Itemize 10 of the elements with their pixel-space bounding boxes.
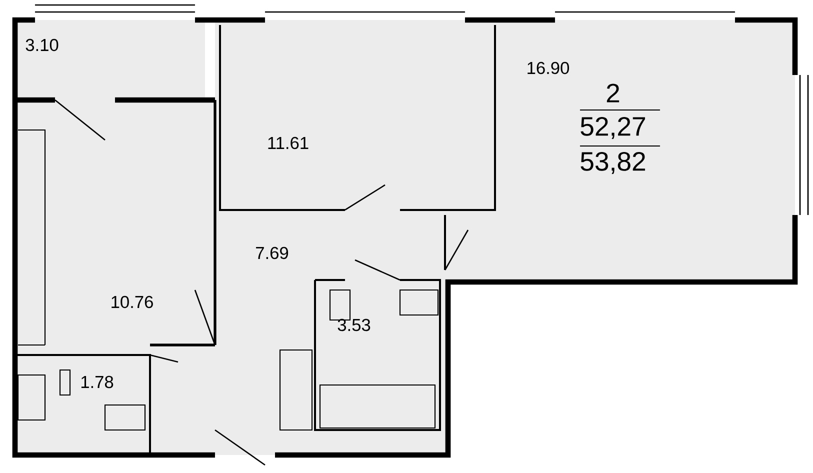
area-label: 10.76 <box>112 296 153 308</box>
area-label: 53,82 <box>580 152 646 174</box>
area-label: 7.69 <box>256 246 288 260</box>
area-label: 52,27 <box>580 116 646 139</box>
area-label: 3.53 <box>338 318 370 332</box>
area-label: 1.78 <box>81 376 114 388</box>
room-count: 2 <box>606 84 620 102</box>
area-label: 3.10 <box>26 38 58 52</box>
area-label: 16.90 <box>528 62 570 74</box>
area-label: 11.61 <box>268 136 308 150</box>
